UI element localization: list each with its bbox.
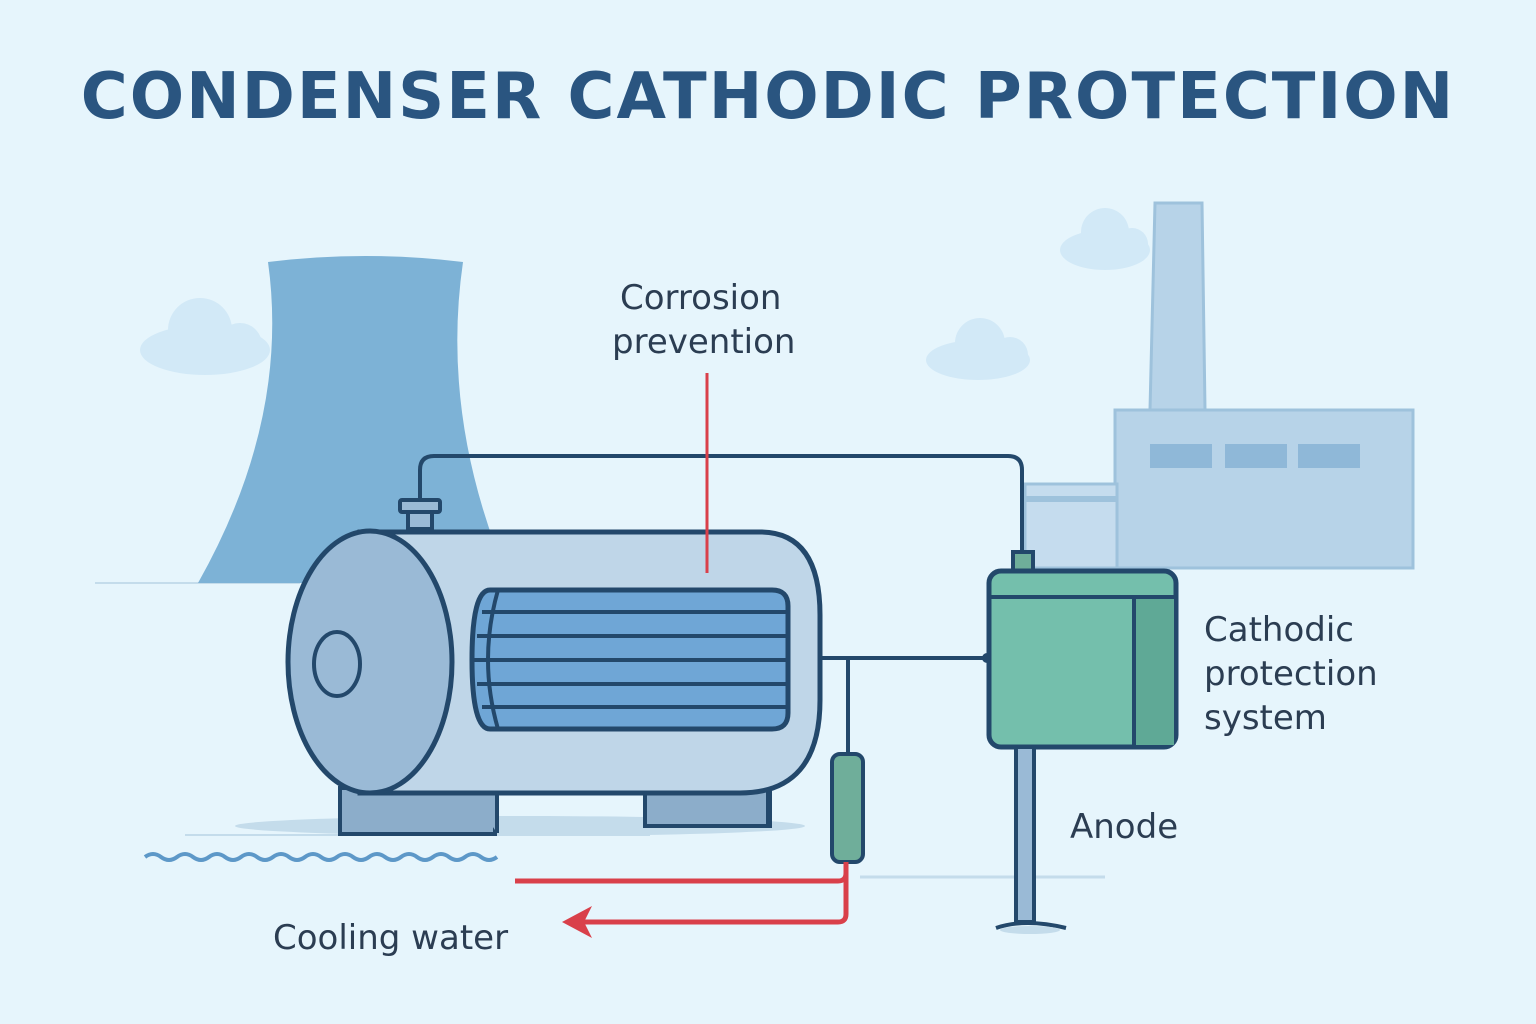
cloud-middle [926, 318, 1030, 380]
label-cps-line-1: Cathodic [1204, 610, 1354, 650]
cloud-left [140, 298, 270, 375]
sacrificial-anode [830, 752, 865, 864]
label-anode: Anode [1070, 807, 1179, 847]
cathodic-protection-box [986, 550, 1179, 750]
condenser [235, 498, 823, 836]
label-cps-line-2: protection [1204, 654, 1378, 694]
water-waves [143, 852, 499, 862]
label-corrosion-line-2: prevention [612, 322, 796, 362]
label-cathodic-protection-system: Cathodic protection system [1204, 608, 1378, 740]
cooling-water-arrow [582, 862, 849, 925]
label-cooling-water: Cooling water [273, 918, 509, 958]
cooling-water-flow [515, 862, 849, 884]
condenser-end-cap [285, 528, 455, 796]
label-corrosion-prevention: Corrosion prevention [612, 276, 795, 364]
page-title: CONDENSER CATHODIC PROTECTION [80, 60, 1456, 134]
factory [1023, 201, 1415, 570]
cloud-right [1060, 208, 1150, 270]
arrow-head-icon [562, 906, 592, 938]
condenser-port [312, 630, 362, 698]
tube-bundle [469, 587, 791, 732]
top-cable [418, 454, 1024, 553]
label-cps-line-3: system [1204, 698, 1327, 738]
label-corrosion-line-1: Corrosion [620, 278, 782, 318]
anode-rod [995, 745, 1067, 934]
